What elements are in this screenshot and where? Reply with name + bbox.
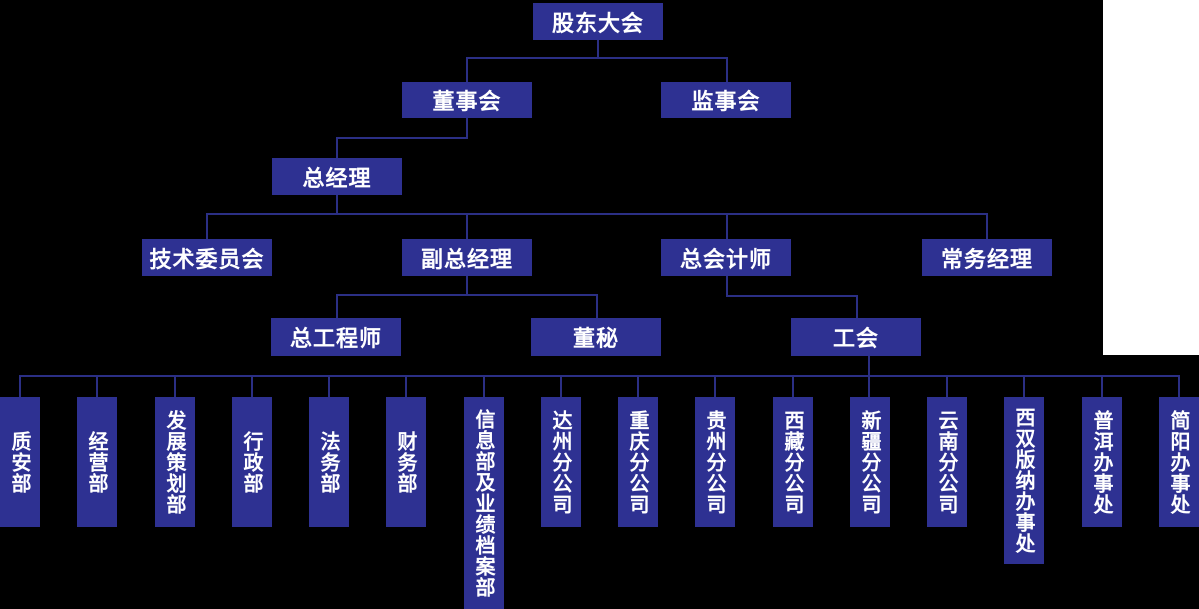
connector-line (986, 213, 988, 239)
node-operations-dept: 经营部 (77, 397, 117, 527)
node-information-archives-dept: 信息部及业绩档案部 (464, 397, 504, 609)
node-puer-office: 普洱办事处 (1082, 397, 1122, 527)
node-board-secretary: 董秘 (531, 318, 661, 356)
node-technical-committee: 技术委员会 (142, 239, 272, 276)
connector-line (328, 375, 330, 397)
connector-line (1023, 375, 1025, 397)
connector-line (1178, 375, 1180, 397)
connector-line (946, 375, 948, 397)
node-chief-engineer: 总工程师 (271, 318, 401, 356)
node-legal-dept: 法务部 (309, 397, 349, 527)
node-general-manager: 总经理 (272, 158, 402, 195)
connector-line (726, 57, 728, 82)
connector-line (20, 375, 1180, 377)
node-quality-safety-dept: 质安部 (0, 397, 40, 527)
node-finance-dept: 财务部 (386, 397, 426, 527)
connector-line (466, 57, 728, 59)
connector-line (466, 213, 468, 239)
node-administration-dept: 行政部 (232, 397, 272, 527)
connector-line (597, 40, 599, 59)
connector-line (714, 375, 716, 397)
node-development-planning-dept: 发展策划部 (155, 397, 195, 527)
node-jianyang-office: 简阳办事处 (1159, 397, 1199, 527)
connector-line (206, 213, 988, 215)
connector-line (405, 375, 407, 397)
connector-line (637, 375, 639, 397)
node-chongqing-branch: 重庆分公司 (618, 397, 658, 527)
connector-line (96, 375, 98, 397)
node-executive-manager: 常务经理 (922, 239, 1052, 276)
node-xinjiang-branch: 新疆分公司 (850, 397, 890, 527)
connector-line (868, 375, 870, 397)
connector-line (336, 195, 338, 215)
node-guizhou-branch: 贵州分公司 (695, 397, 735, 527)
connector-line (336, 294, 338, 318)
connector-line (19, 375, 21, 397)
connector-line (336, 137, 338, 158)
connector-line (792, 375, 794, 397)
node-chief-accountant: 总会计师 (661, 239, 791, 276)
node-tibet-branch: 西藏分公司 (773, 397, 813, 527)
connector-line (596, 294, 598, 318)
connector-line (868, 356, 870, 377)
node-board-of-directors: 董事会 (402, 82, 532, 118)
connector-line (726, 213, 728, 239)
connector-line (560, 375, 562, 397)
connector-line (1101, 375, 1103, 397)
connector-line (466, 276, 468, 296)
connector-line (206, 213, 208, 239)
node-xishuangbanna-office: 西双版纳办事处 (1004, 397, 1044, 564)
blank-area (1103, 0, 1199, 355)
connector-line (726, 276, 728, 297)
connector-line (726, 295, 858, 297)
node-supervisory-board: 监事会 (661, 82, 791, 118)
node-shareholders-meeting: 股东大会 (533, 3, 663, 40)
connector-line (483, 375, 485, 397)
connector-line (174, 375, 176, 397)
connector-line (336, 294, 598, 296)
node-yunnan-branch: 云南分公司 (927, 397, 967, 527)
connector-line (466, 118, 468, 139)
node-deputy-general-manager: 副总经理 (402, 239, 532, 276)
connector-line (251, 375, 253, 397)
connector-line (466, 57, 468, 82)
node-dazhou-branch: 达州分公司 (541, 397, 581, 527)
node-labor-union: 工会 (791, 318, 921, 356)
connector-line (856, 295, 858, 318)
connector-line (336, 137, 468, 139)
